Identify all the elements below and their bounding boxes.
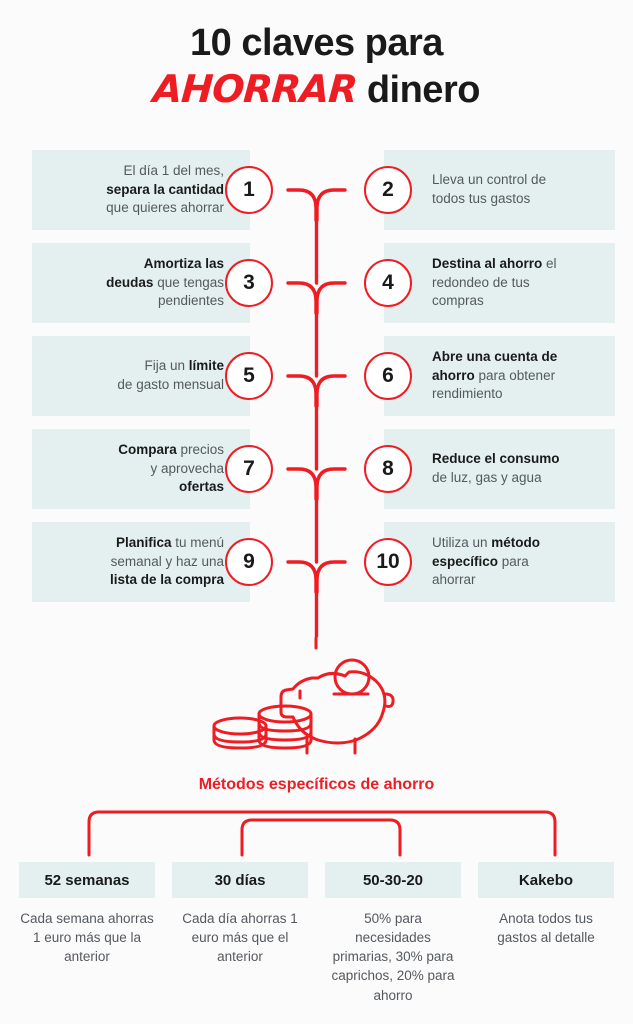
step-number-6[interactable]: 6 [364,352,412,400]
piggy-bank-illustration [0,636,633,761]
title-line-2: AHORRAR dinero [0,66,633,113]
method-card-52-semanas[interactable]: 52 semanas Cada semana ahorras 1 euro má… [19,862,155,1005]
method-card-kakebo[interactable]: Kakebo Anota todos tus gastos al detalle [478,862,614,1005]
step-number-7[interactable]: 7 [225,445,273,493]
methods-card-list: 52 semanas Cada semana ahorras 1 euro má… [0,862,633,1005]
methods-section-title: Métodos específicos de ahorro [198,776,435,793]
method-title-3: 50-30-20 [325,862,461,898]
title-line-2-tail: dinero [356,68,481,111]
step-number-8[interactable]: 8 [364,445,412,493]
title-highlight-ahorrar: AHORRAR [151,66,359,111]
step-number-10[interactable]: 10 [364,538,412,586]
step-number-1[interactable]: 1 [225,166,273,214]
methods-bracket-connectors [87,810,557,857]
method-description-3: 50% para necesidades primarias, 30% para… [331,911,455,1003]
step-number-2[interactable]: 2 [364,166,412,214]
method-title-1: 52 semanas [19,862,155,898]
page-title: 10 claves para AHORRAR dinero [0,0,633,112]
method-description-4: Anota todos tus gastos al detalle [497,911,595,946]
method-description-1: Cada semana ahorras 1 euro más que la an… [20,911,154,965]
step-number-9[interactable]: 9 [225,538,273,586]
method-description-2: Cada día ahorras 1 euro más que el anter… [182,911,298,965]
method-title-2: 30 días [172,862,308,898]
step-number-5[interactable]: 5 [225,352,273,400]
method-title-4: Kakebo [478,862,614,898]
step-number-3[interactable]: 3 [225,259,273,307]
method-card-50-30-20[interactable]: 50-30-20 50% para necesidades primarias,… [325,862,461,1005]
step-number-4[interactable]: 4 [364,259,412,307]
title-line-1: 10 claves para [190,22,443,64]
method-card-30-dias[interactable]: 30 días Cada día ahorras 1 euro más que … [172,862,308,1005]
